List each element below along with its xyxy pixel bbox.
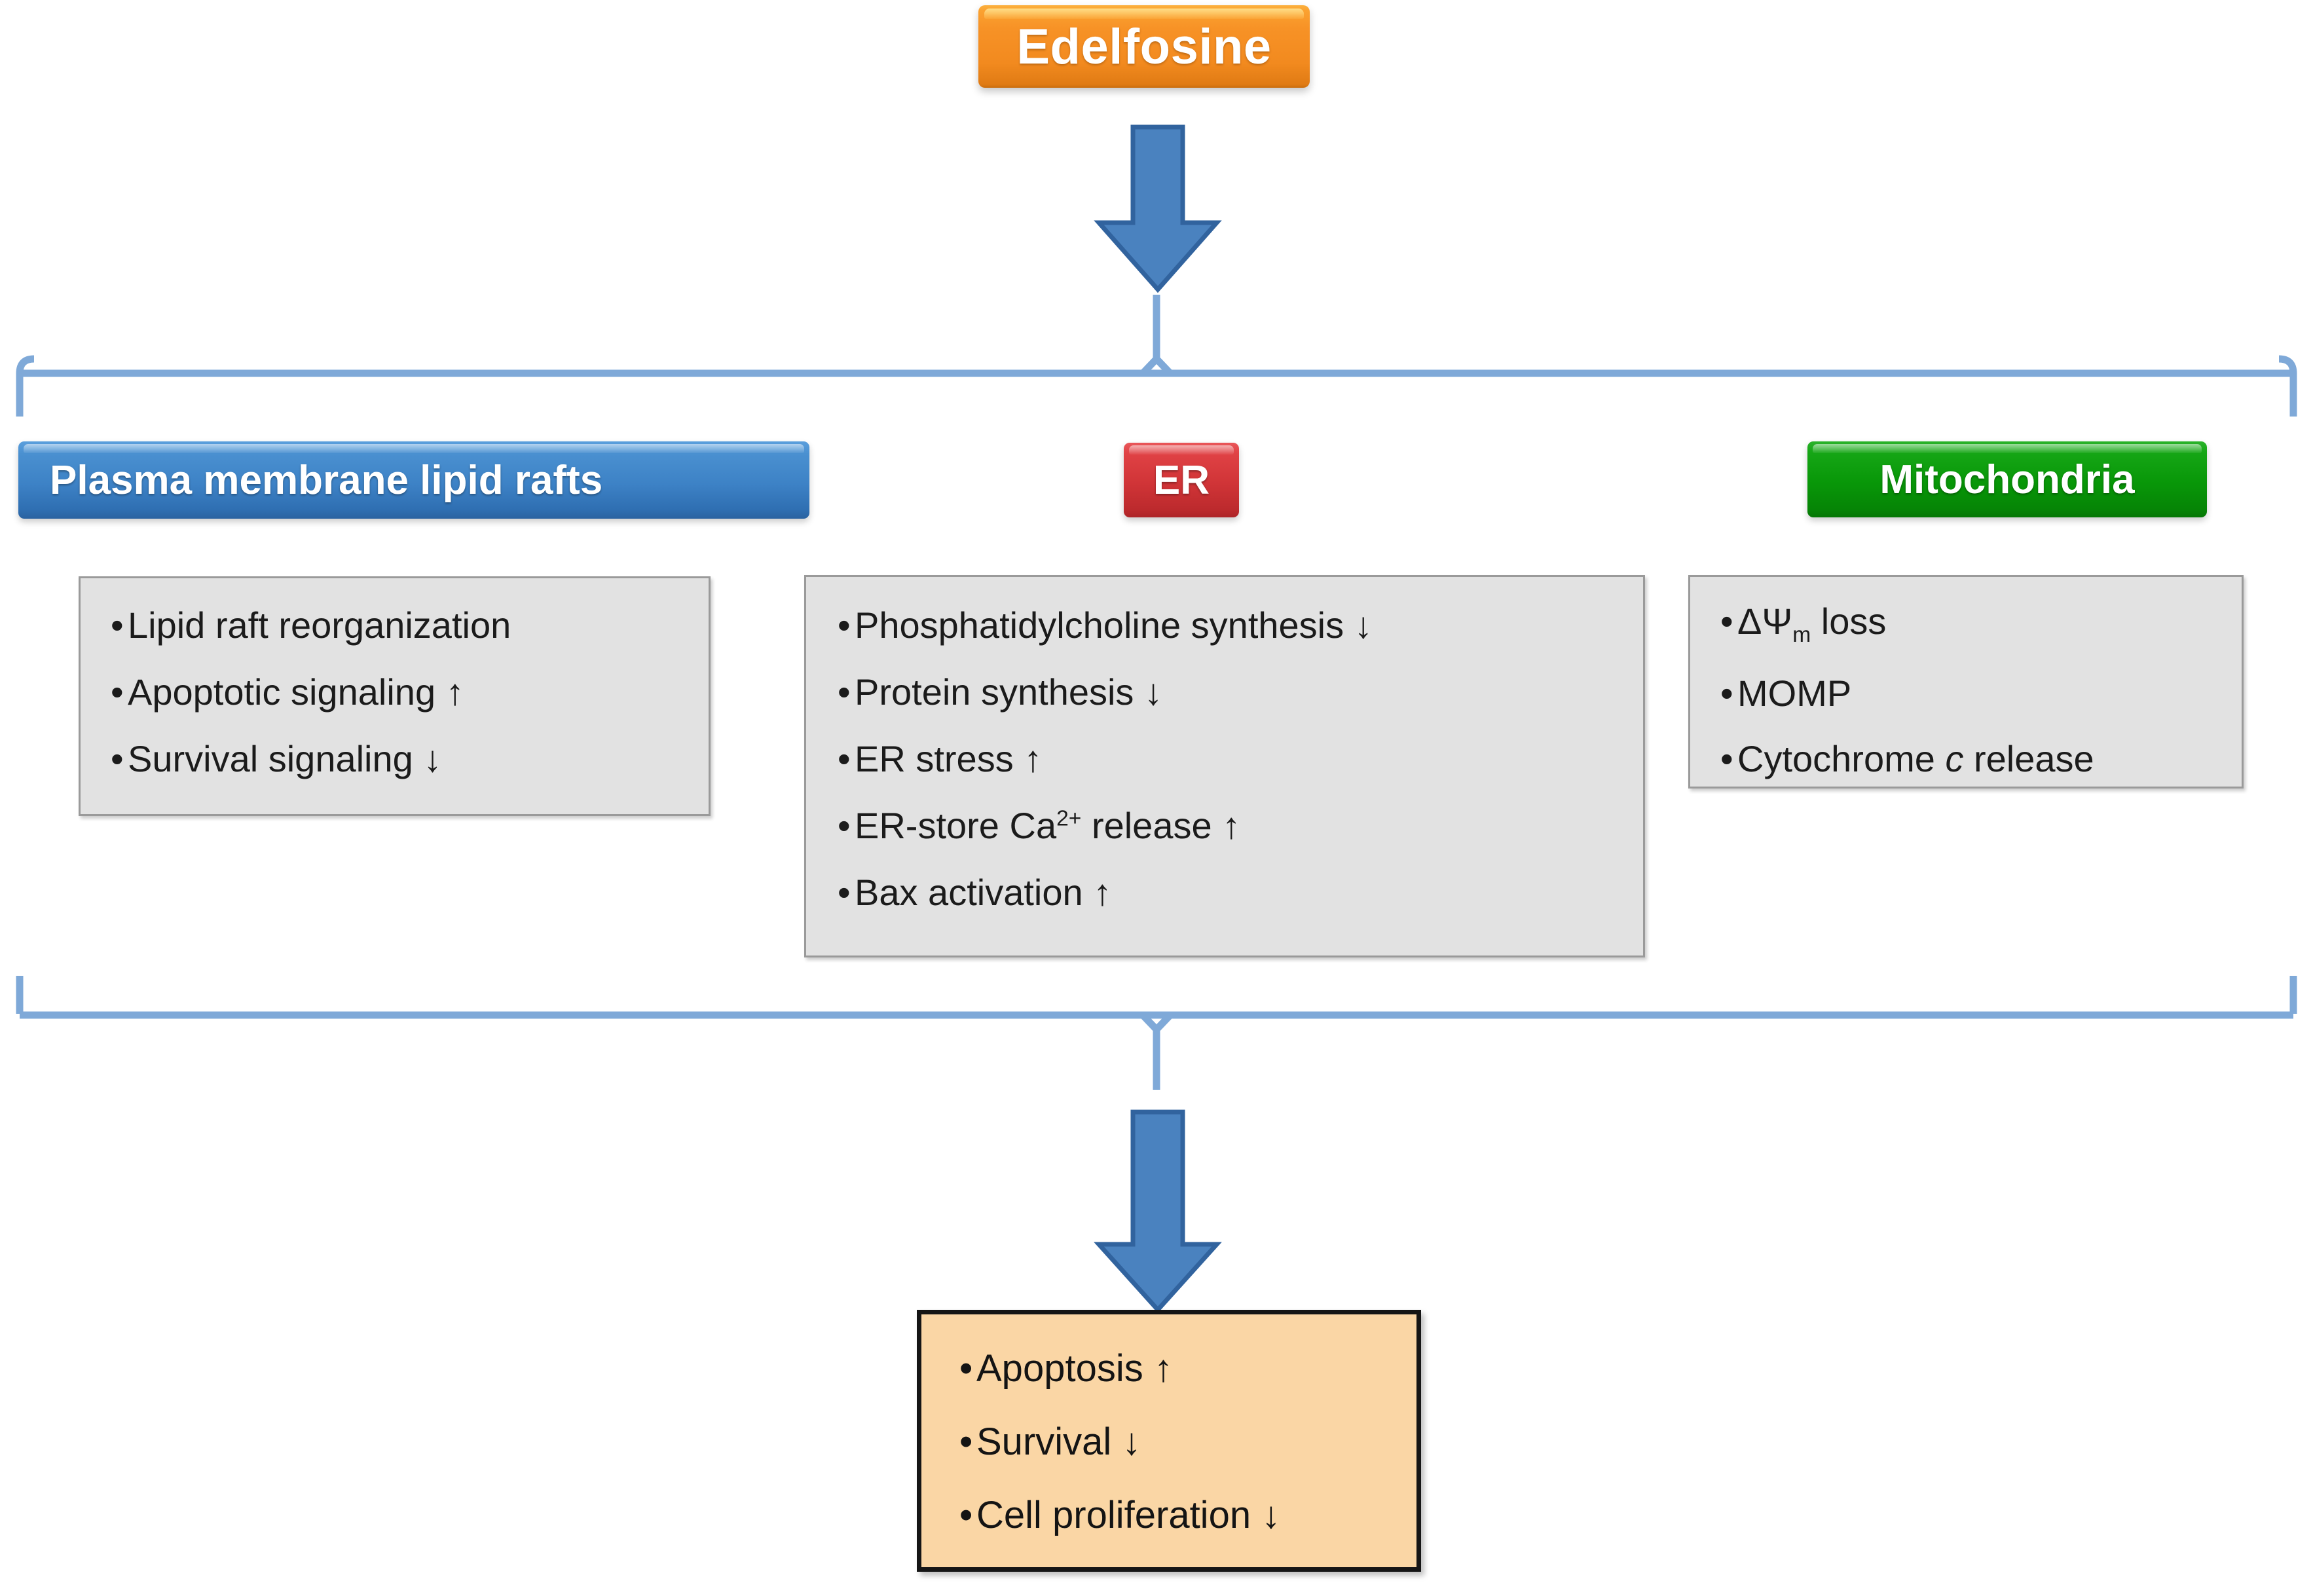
header-label-mitochondria: Mitochondria — [1879, 456, 2135, 502]
list-item: •MOMP — [1720, 675, 2242, 712]
effect-text-italic: c — [1945, 737, 1964, 779]
bullet-dot-icon: • — [959, 1420, 973, 1463]
factbox-er: •Phosphatidylcholine synthesis ↓ •Protei… — [804, 575, 1645, 957]
list-item: •ΔΨm loss — [1720, 603, 2242, 646]
effect-text-post: release — [1963, 737, 2094, 779]
bullet-dot-icon: • — [959, 1494, 973, 1536]
bullet-dot-icon: • — [111, 604, 124, 646]
header-highlight — [1813, 444, 2202, 453]
effect-list-er: •Phosphatidylcholine synthesis ↓ •Protei… — [838, 607, 1643, 911]
bullet-dot-icon: • — [838, 671, 851, 713]
bullet-dot-icon: • — [1720, 672, 1733, 714]
effect-text: Cell proliferation ↓ — [976, 1494, 1281, 1536]
effect-text: ER stress ↑ — [855, 738, 1043, 779]
bullet-dot-icon: • — [838, 738, 851, 779]
drug-label: Edelfosine — [1016, 18, 1272, 75]
list-item: •Lipid raft reorganization — [111, 607, 709, 644]
arrow-drug-to-targets-icon — [1094, 124, 1222, 293]
arrow-targets-to-outcome-icon — [1094, 1109, 1222, 1314]
list-item: •Bax activation ↑ — [838, 874, 1643, 911]
effect-text: Phosphatidylcholine synthesis ↓ — [855, 604, 1373, 646]
effect-text-subscript: m — [1792, 623, 1811, 648]
header-er: ER — [1124, 443, 1239, 517]
bullet-dot-icon: • — [1720, 737, 1733, 779]
effect-list-plasma-membrane: •Lipid raft reorganization •Apoptotic si… — [111, 607, 709, 777]
list-item: •Survival signaling ↓ — [111, 741, 709, 777]
effect-text: Protein synthesis ↓ — [855, 671, 1162, 713]
effect-text: Lipid raft reorganization — [128, 604, 511, 646]
effect-text-pre: Cytochrome — [1737, 737, 1946, 779]
bullet-dot-icon: • — [838, 872, 851, 913]
outcome-box: •Apoptosis ↑ •Survival ↓ •Cell prolifera… — [917, 1310, 1421, 1572]
bullet-dot-icon: • — [111, 671, 124, 713]
list-item: •Survival ↓ — [959, 1423, 1416, 1461]
effect-text: Survival ↓ — [976, 1420, 1141, 1463]
list-item: •Apoptosis ↑ — [959, 1350, 1416, 1388]
effect-list-outcome: •Apoptosis ↑ •Survival ↓ •Cell prolifera… — [959, 1350, 1416, 1534]
bullet-dot-icon: • — [838, 604, 851, 646]
list-item: •Cytochrome c release — [1720, 737, 2242, 779]
pill-highlight — [984, 9, 1304, 19]
bullet-dot-icon: • — [838, 805, 851, 846]
effect-text: Survival signaling ↓ — [128, 738, 442, 779]
effect-text-pre: ΔΨ — [1737, 601, 1793, 642]
effect-text: Bax activation ↑ — [855, 872, 1112, 913]
list-item: •Cell proliferation ↓ — [959, 1496, 1416, 1534]
bullet-dot-icon: • — [111, 738, 124, 779]
list-item: •ER stress ↑ — [838, 741, 1643, 777]
factbox-mitochondria: •ΔΨm loss •MOMP •Cytochrome c release — [1688, 575, 2244, 789]
bullet-dot-icon: • — [1720, 601, 1733, 642]
header-label-plasma-membrane: Plasma membrane lipid rafts — [50, 457, 603, 503]
effect-text: Apoptotic signaling ↑ — [128, 671, 464, 713]
list-item: •Apoptotic signaling ↑ — [111, 674, 709, 711]
effect-text-pre: ER-store Ca — [855, 805, 1057, 846]
effect-text-post: release ↑ — [1081, 805, 1241, 846]
factbox-plasma-membrane: •Lipid raft reorganization •Apoptotic si… — [79, 576, 711, 816]
lower-brace-icon — [16, 976, 2297, 1090]
effect-text-superscript: 2+ — [1056, 806, 1082, 831]
header-highlight — [1129, 445, 1234, 455]
list-item: •Phosphatidylcholine synthesis ↓ — [838, 607, 1643, 644]
effect-text-post: loss — [1811, 601, 1887, 642]
upper-brace-icon — [16, 295, 2297, 417]
drug-box-edelfosine: Edelfosine — [978, 5, 1310, 88]
header-mitochondria: Mitochondria — [1807, 441, 2207, 517]
header-label-er: ER — [1153, 457, 1210, 503]
list-item: •Protein synthesis ↓ — [838, 674, 1643, 711]
header-highlight — [24, 444, 804, 453]
effect-text: Apoptosis ↑ — [976, 1347, 1173, 1390]
bullet-dot-icon: • — [959, 1347, 973, 1390]
effect-list-mitochondria: •ΔΨm loss •MOMP •Cytochrome c release — [1720, 603, 2242, 777]
list-item: •ER-store Ca2+ release ↑ — [838, 807, 1643, 844]
header-plasma-membrane: Plasma membrane lipid rafts — [18, 441, 809, 519]
effect-text: MOMP — [1737, 672, 1852, 714]
